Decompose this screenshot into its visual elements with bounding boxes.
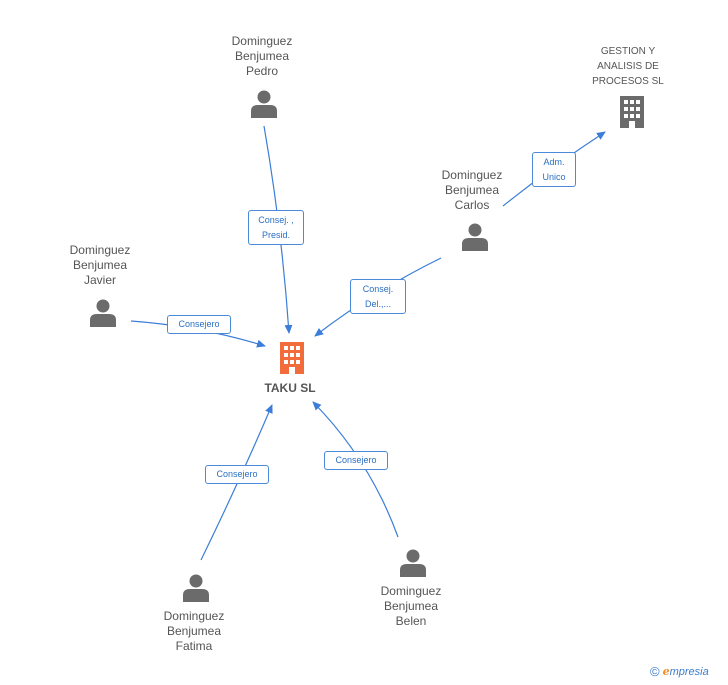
person-icon[interactable] (249, 89, 279, 119)
brand-name: mpresia (669, 666, 709, 678)
person-icon[interactable] (181, 573, 211, 603)
person-icon[interactable] (460, 222, 490, 252)
brand-logo-initial: e (662, 665, 670, 678)
person-name-belen[interactable]: Dominguez Benjumea Belen (380, 584, 442, 628)
building-icon-focus[interactable] (278, 341, 306, 375)
edge-label-fatima-taku[interactable]: Consejero (205, 465, 269, 484)
edge-label-pedro-taku[interactable]: Consej. , Presid. (248, 210, 304, 245)
copyright-icon: © (650, 664, 660, 679)
person-name-carlos[interactable]: Dominguez Benjumea Carlos (441, 168, 503, 212)
edge-label-carlos-taku[interactable]: Consej. Del.,... (350, 279, 406, 314)
person-icon[interactable] (88, 298, 118, 328)
company-name-taku[interactable]: TAKU SL (264, 381, 316, 395)
person-icon[interactable] (398, 548, 428, 578)
company-name-gestion[interactable]: GESTION Y ANALISIS DE PROCESOS SL (592, 46, 664, 87)
edge-label-carlos-gestion[interactable]: Adm. Unico (532, 152, 576, 187)
person-name-javier[interactable]: Dominguez Benjumea Javier (69, 243, 131, 287)
person-name-pedro[interactable]: Dominguez Benjumea Pedro (231, 34, 293, 78)
edge-label-javier-taku[interactable]: Consejero (167, 315, 231, 334)
person-name-fatima[interactable]: Dominguez Benjumea Fatima (163, 609, 225, 653)
building-icon[interactable] (616, 95, 648, 129)
edge-label-belen-taku[interactable]: Consejero (324, 451, 388, 470)
footer-brand[interactable]: © empresia (650, 664, 709, 679)
